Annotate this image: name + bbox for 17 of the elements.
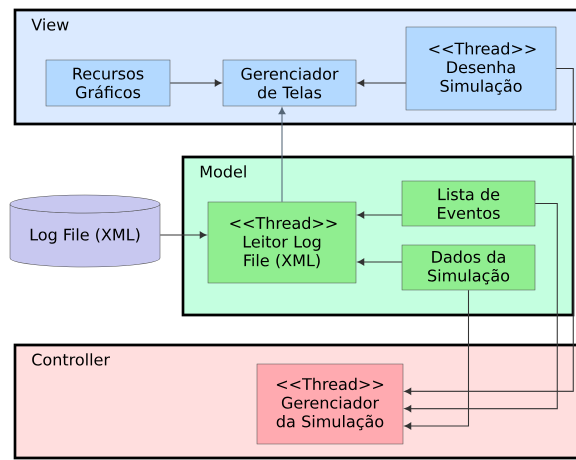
class-box: Gerenciador de Telas	[222, 60, 356, 106]
class-box: Dados da Simulação	[402, 244, 536, 290]
class-box: Lista de Eventos	[402, 180, 536, 226]
arrow	[404, 68, 574, 395]
class-box: <<Thread>> Desenha Simulação	[406, 26, 556, 110]
arrow	[357, 212, 402, 218]
arrow	[170, 80, 222, 86]
arrow	[160, 232, 207, 238]
arrow	[357, 80, 406, 86]
arrow	[404, 290, 470, 430]
arrow	[278, 107, 286, 202]
class-box: <<Thread>> Leitor Log File (XML)	[208, 202, 356, 284]
class-box: <<Thread>> Gerenciador da Simulação	[256, 364, 404, 444]
log-file-cylinder: Log File (XML)	[10, 194, 160, 268]
class-box: Recursos Gráficos	[46, 60, 170, 106]
arrow	[404, 202, 558, 412]
arrow	[357, 258, 402, 266]
